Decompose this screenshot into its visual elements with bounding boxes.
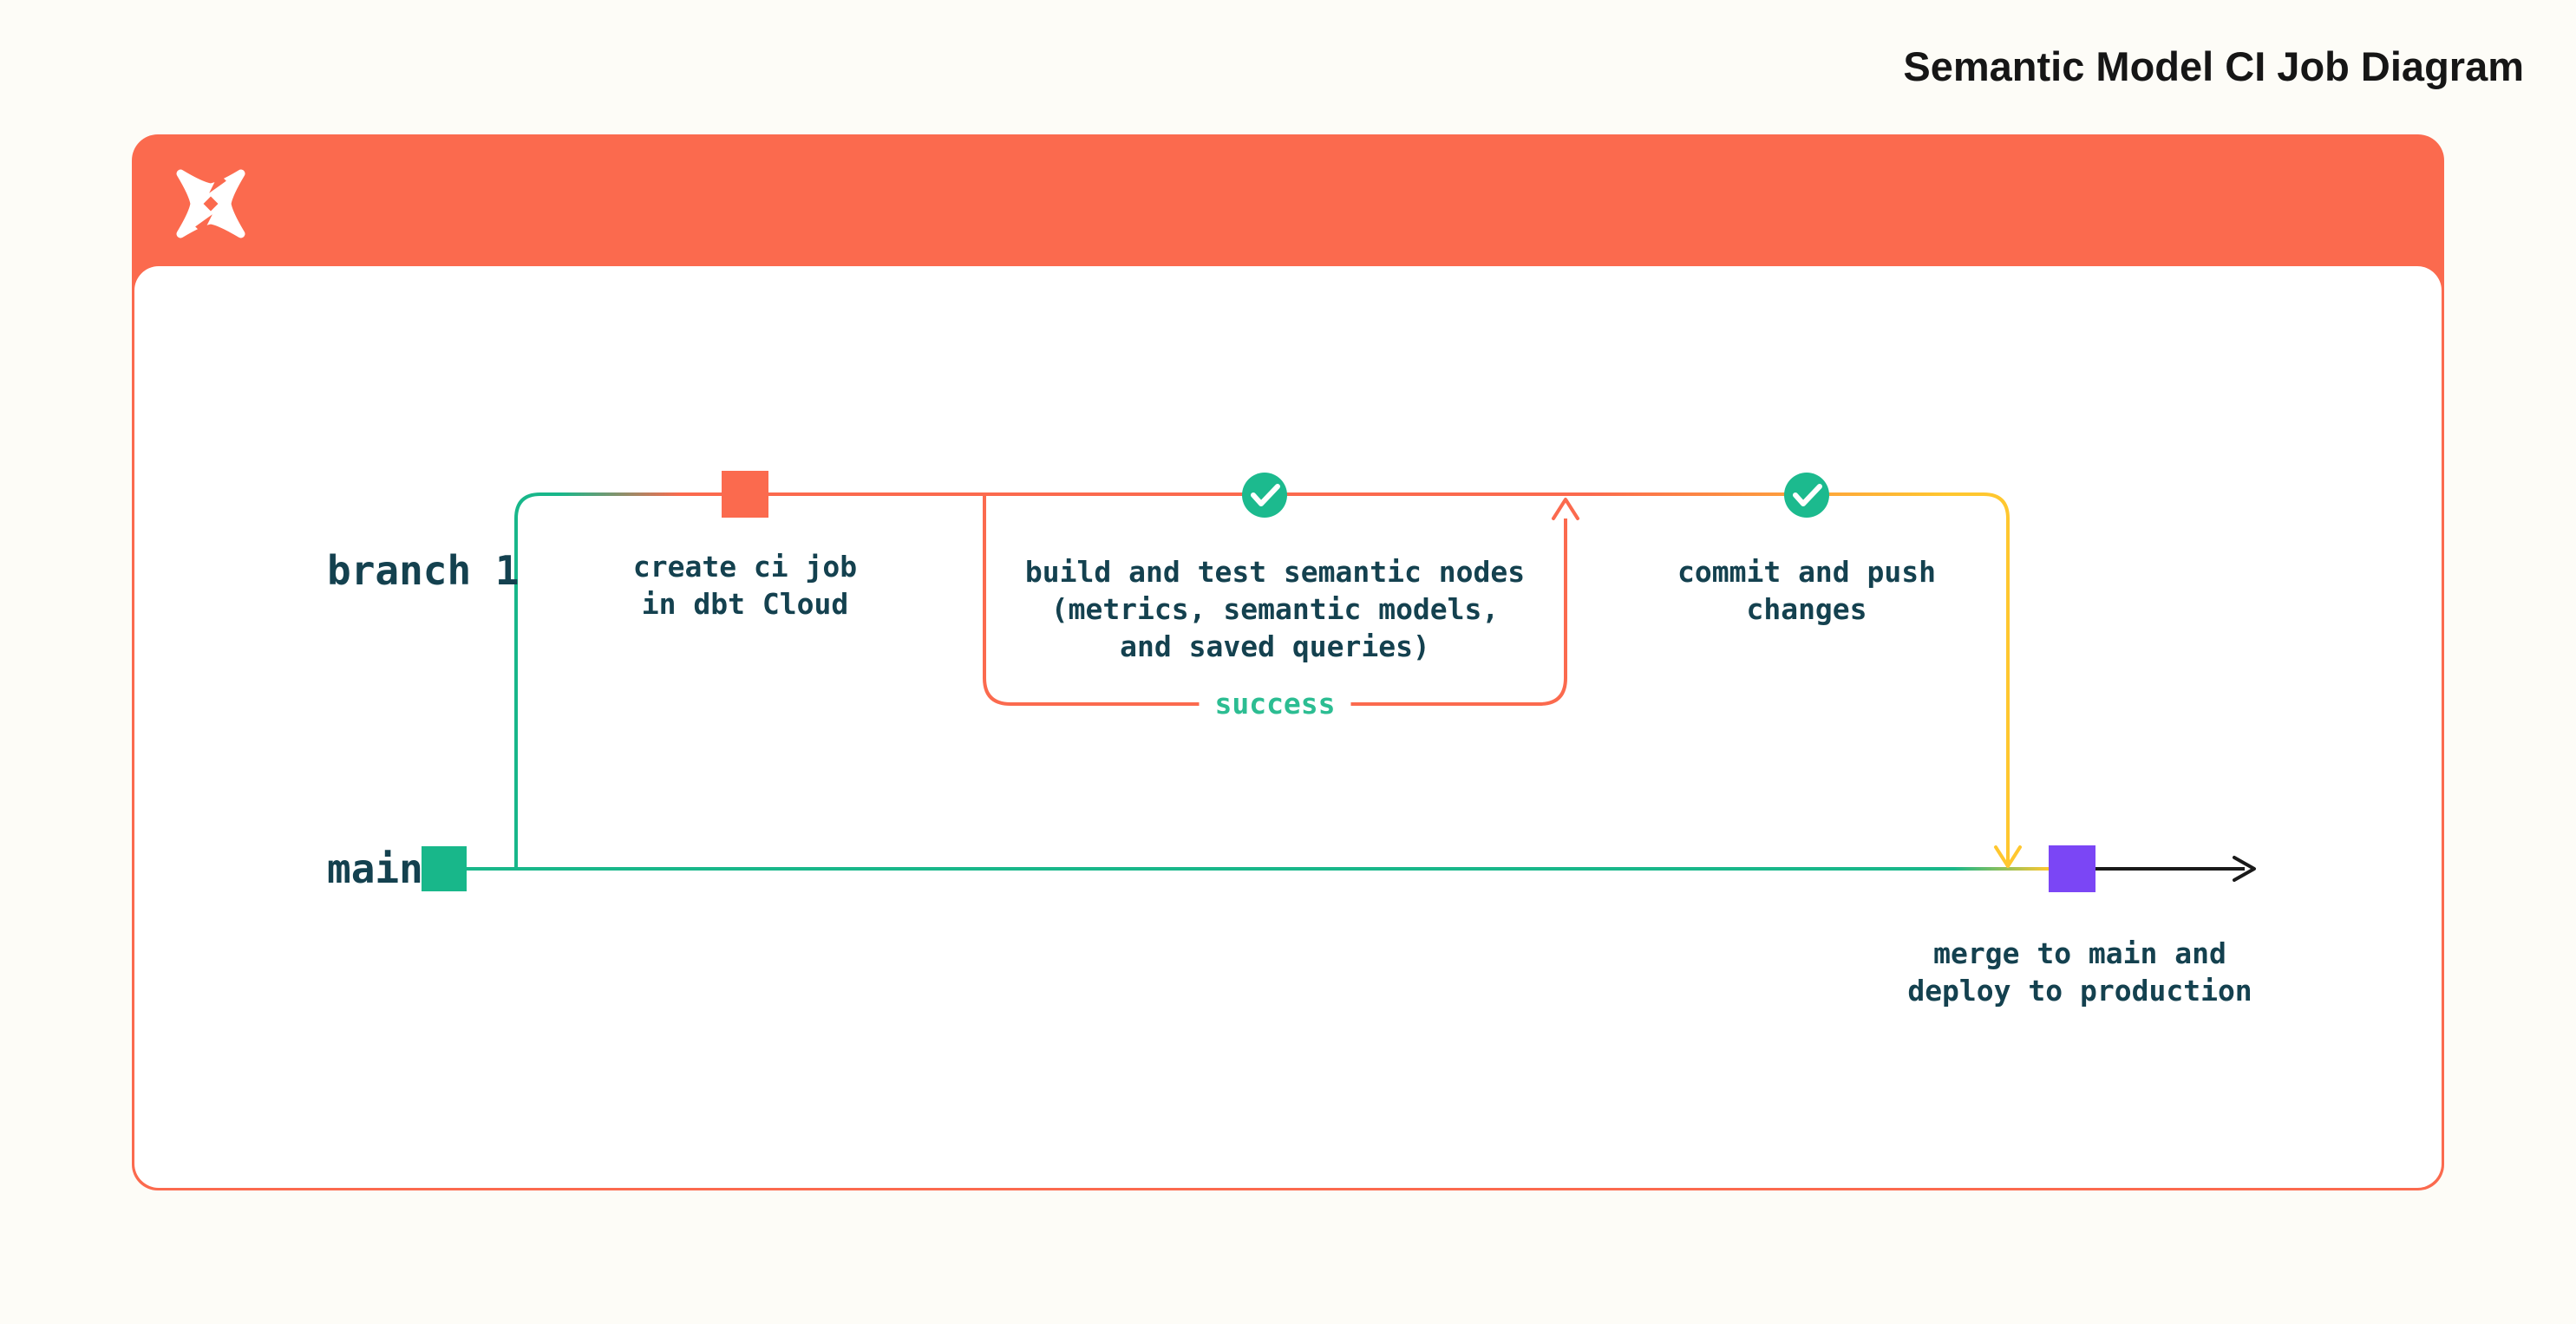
- logo-center-diamond: [203, 196, 219, 212]
- dbt-logo-icon: [176, 169, 245, 238]
- logo-notch-bottom: [195, 214, 212, 234]
- node-label-merge-deploy: merge to main and deploy to production: [1907, 936, 2252, 1008]
- diagram-canvas: [134, 266, 2442, 1188]
- logo-notch-top: [209, 173, 226, 193]
- node-label-build-test: build and test semantic nodes (metrics, …: [1024, 555, 1526, 663]
- main-label: main: [327, 845, 423, 892]
- node-label-commit-push: commit and push changes: [1677, 555, 1937, 626]
- success-edge-label: success: [1199, 685, 1351, 723]
- branch1-label: branch 1: [327, 547, 520, 594]
- card-header: [132, 134, 2444, 266]
- node-label-create-ci-job: create ci job in dbt Cloud: [632, 550, 858, 621]
- page-title: Semantic Model CI Job Diagram: [1903, 42, 2524, 89]
